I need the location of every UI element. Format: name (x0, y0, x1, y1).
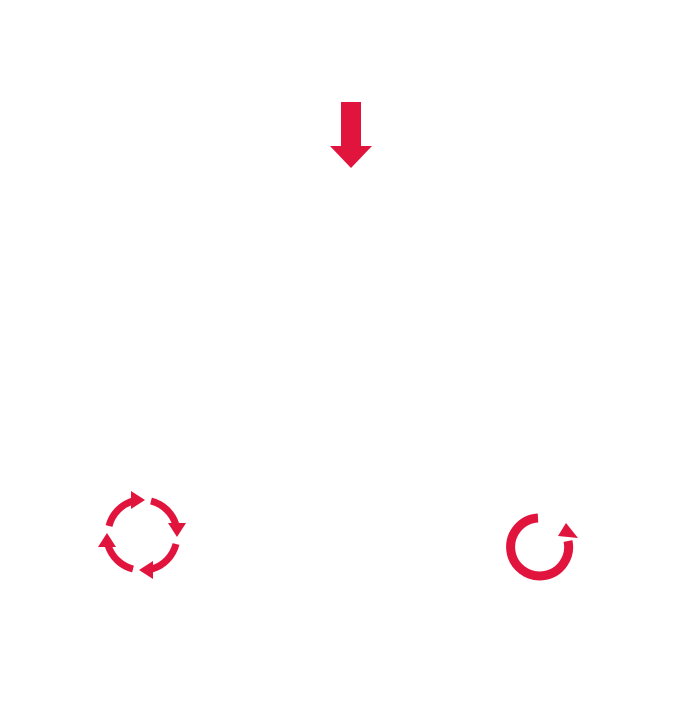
refresh-icon (506, 513, 578, 581)
cycle-arrows-icon (98, 491, 186, 579)
arrow-down-icon (330, 102, 372, 168)
